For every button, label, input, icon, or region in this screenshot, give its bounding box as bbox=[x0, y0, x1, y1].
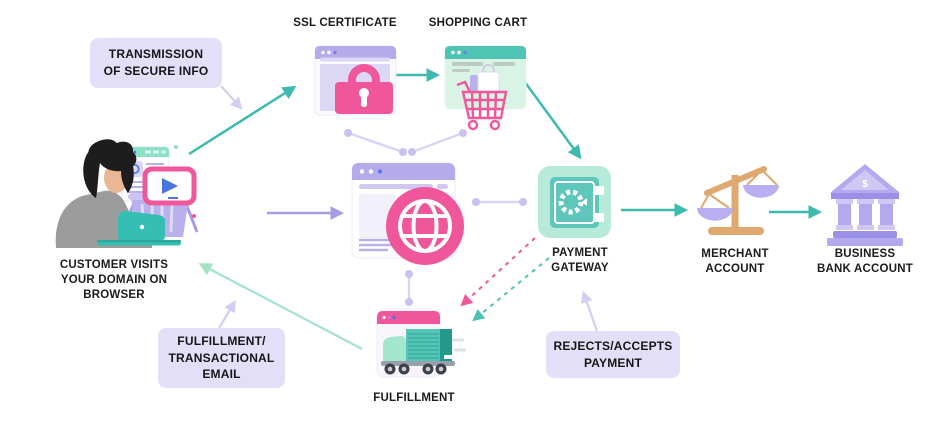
note-rejects-accepts-payment: REJECTS/ACCEPTS PAYMENT bbox=[546, 331, 680, 378]
shopping-cart-icon bbox=[456, 63, 508, 131]
truck-wheels bbox=[384, 363, 447, 375]
label-merchant-account: MERCHANT ACCOUNT bbox=[701, 248, 769, 276]
globe-icon bbox=[386, 187, 464, 265]
bank-building-icon: $ bbox=[827, 164, 903, 246]
arrow-note-email bbox=[218, 299, 236, 329]
laptop-icon bbox=[97, 210, 181, 246]
fulfillment-window-icon bbox=[376, 310, 466, 378]
safe-vault-icon bbox=[538, 166, 611, 238]
website-browser-icon bbox=[351, 162, 464, 265]
shopping-cart-window-icon bbox=[444, 45, 527, 131]
arrow-customer-to-ssl bbox=[188, 85, 297, 156]
label-customer: CUSTOMER VISITS YOUR DOMAIN ON BROWSER bbox=[59, 259, 169, 302]
note-transmission-secure-info: TRANSMISSION OF SECURE INFO bbox=[90, 38, 222, 88]
flow-arrows bbox=[188, 68, 823, 350]
decor-dot bbox=[192, 214, 196, 218]
padlock-icon bbox=[335, 64, 393, 114]
note-fulfillment-email: FULFILLMENT/ TRANSACTIONAL EMAIL bbox=[158, 328, 285, 388]
arrow-note-transmission bbox=[220, 85, 243, 110]
decor-dot bbox=[174, 145, 178, 149]
ssl-certificate-icon bbox=[314, 45, 397, 116]
label-shopping-cart: SHOPPING CART bbox=[428, 17, 528, 29]
network-connector-dots bbox=[344, 129, 527, 306]
bank-dollar-sign: $ bbox=[862, 179, 868, 190]
arrow-gateway-reject-dashed bbox=[460, 237, 536, 307]
label-business-bank-account: BUSINESS BANK ACCOUNT bbox=[817, 248, 913, 276]
delivery-truck-icon bbox=[381, 329, 466, 375]
balance-scale-icon bbox=[697, 166, 779, 235]
arrow-cart-to-gateway bbox=[517, 73, 582, 160]
label-ssl-certificate: SSL CERTIFICATE bbox=[293, 17, 397, 29]
label-payment-gateway: PAYMENT GATEWAY bbox=[551, 247, 609, 275]
arrow-fulfillment-to-customer bbox=[198, 263, 363, 350]
video-player-icon bbox=[142, 166, 197, 206]
arrow-gateway-accept-dashed bbox=[472, 257, 550, 322]
network-connector-lines bbox=[347, 131, 523, 302]
arrow-note-rejects bbox=[581, 290, 599, 332]
label-fulfillment: FULFILLMENT bbox=[373, 392, 455, 404]
customer-at-laptop-icon bbox=[55, 139, 199, 248]
